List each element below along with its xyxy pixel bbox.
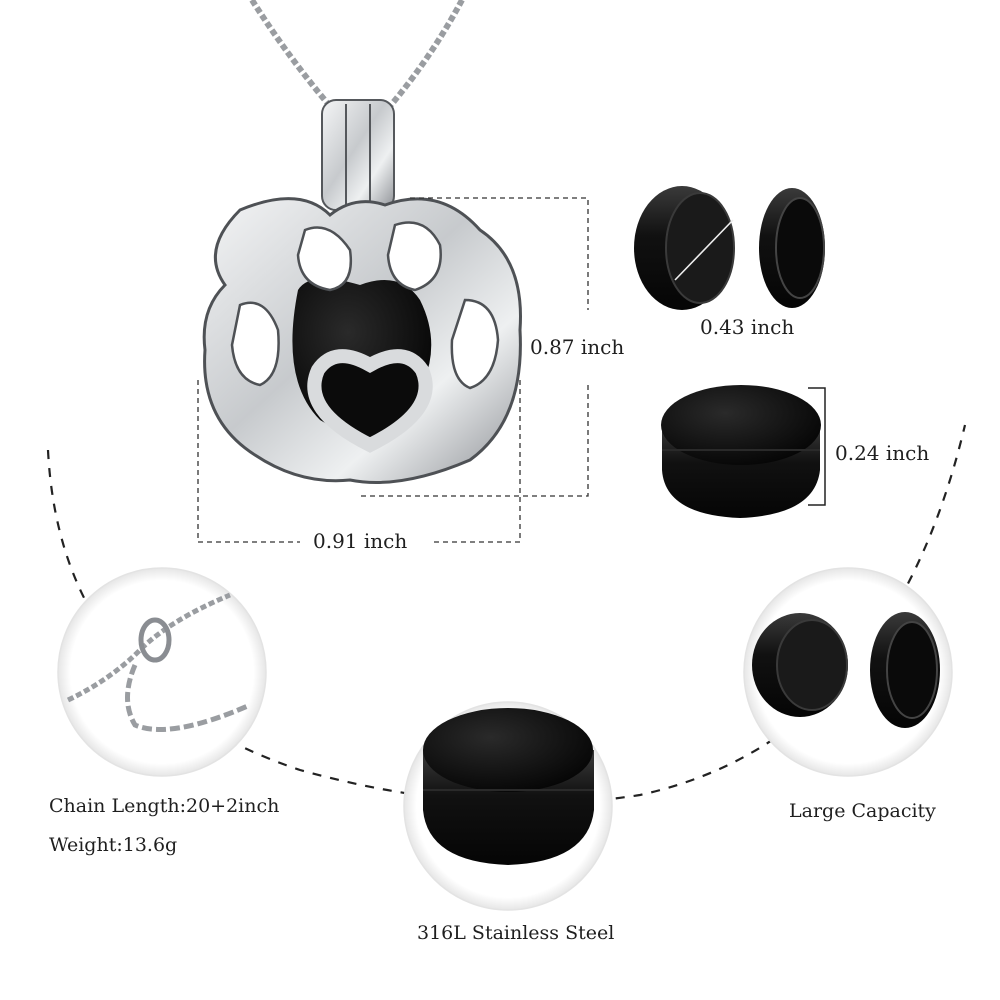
- chain-length-label: Chain Length:20+2inch: [49, 795, 280, 817]
- dimension-guides: [197, 197, 589, 543]
- capacity-capsule-detail: [743, 567, 953, 777]
- material-label: 316L Stainless Steel: [417, 922, 615, 944]
- capacity-label: Large Capacity: [789, 800, 936, 822]
- width-dimension-label: 0.91 inch: [313, 529, 408, 553]
- closed-urn-capsule: [661, 385, 821, 518]
- material-capsule-detail: [403, 701, 613, 911]
- necklace-chain: [249, 0, 465, 114]
- diameter-dimension-label: 0.43 inch: [700, 315, 795, 339]
- paw-pendant: [202, 197, 522, 484]
- chain-clasp-detail: [57, 567, 267, 777]
- thickness-bracket: [808, 387, 826, 506]
- weight-label: Weight:13.6g: [49, 834, 178, 856]
- thickness-dimension-label: 0.24 inch: [835, 441, 930, 465]
- open-urn-capsule: [634, 186, 825, 310]
- pendant-bail: [321, 99, 395, 211]
- height-dimension-label: 0.87 inch: [530, 335, 625, 359]
